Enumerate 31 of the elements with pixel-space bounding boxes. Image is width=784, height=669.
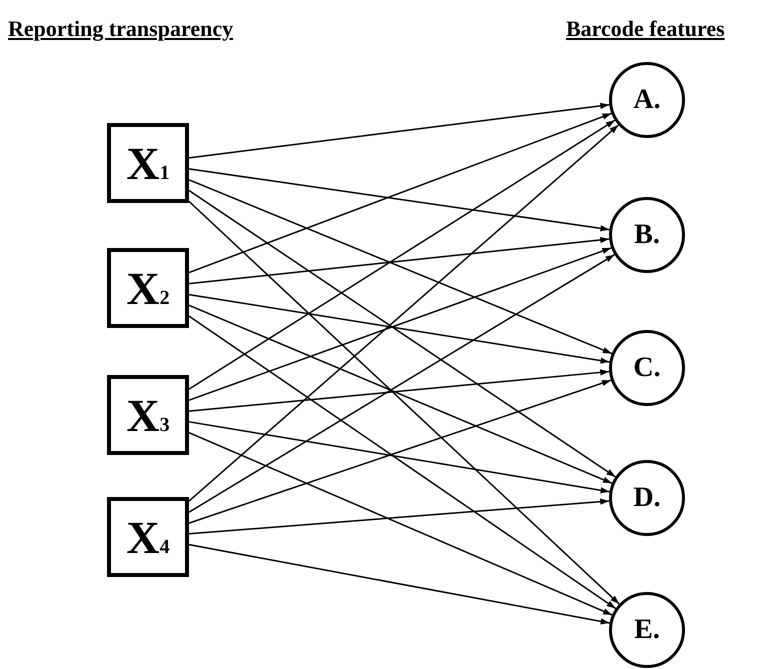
arrow [188, 179, 612, 354]
variable-box [107, 497, 189, 577]
arrow [188, 544, 610, 624]
variable-box [107, 123, 189, 203]
column-heading: Reporting transparency [8, 16, 234, 42]
node-label: B. [634, 219, 660, 251]
arrow [188, 369, 610, 412]
arrow [188, 168, 610, 232]
node-label: D. [633, 482, 661, 514]
arrow [188, 236, 610, 284]
node-label: E. [634, 614, 660, 646]
arrow [188, 112, 612, 274]
arrow [188, 102, 610, 159]
column-heading: Barcode features [566, 16, 725, 42]
variable-box [107, 248, 189, 328]
arrow [188, 304, 612, 484]
variable-box [107, 375, 189, 455]
arrow [188, 200, 620, 605]
arrow [188, 120, 616, 390]
arrow [188, 124, 619, 502]
arrow [188, 379, 612, 524]
arrow [188, 421, 610, 494]
arrow [188, 315, 616, 610]
arrow [188, 432, 612, 616]
arrow [188, 498, 610, 535]
arrow [188, 247, 612, 401]
arrow [188, 190, 616, 478]
node-label: C. [633, 352, 661, 384]
arrow [188, 254, 615, 513]
arrow [188, 294, 610, 364]
node-label: A. [633, 84, 661, 116]
